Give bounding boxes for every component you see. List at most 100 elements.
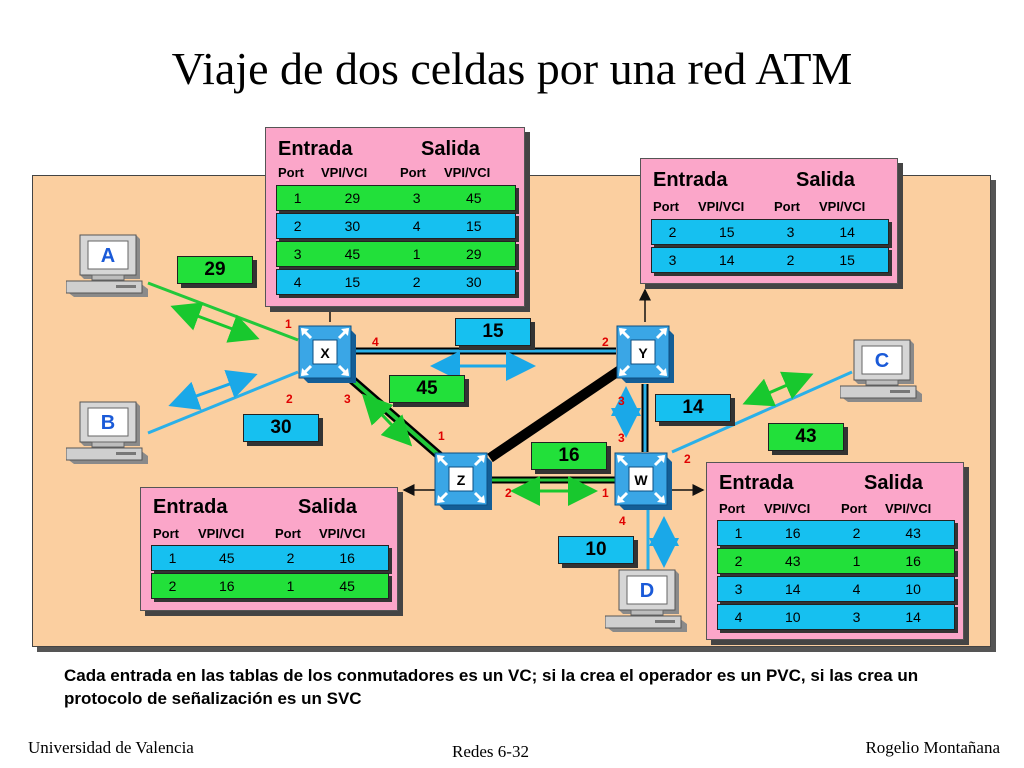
header-vpivci: VPI/VCI — [885, 501, 932, 516]
cell-in-vpivci: 45 — [218, 550, 235, 566]
computer-label: B — [101, 412, 115, 434]
link-label-16: 16 — [531, 442, 607, 470]
cell-in-port: 3 — [734, 581, 743, 597]
link-label-14: 14 — [655, 394, 731, 422]
header-vpivci: VPI/VCI — [819, 199, 866, 214]
slide-title: Viaje de dos celdas por una red ATM — [171, 43, 853, 94]
port-z-1: 1 — [438, 429, 445, 443]
port-y-3: 3 — [618, 394, 625, 408]
computer-label: C — [875, 350, 889, 372]
cell-in-port: 2 — [734, 553, 743, 569]
computer-c: C — [839, 338, 924, 415]
port-w-2: 2 — [684, 452, 691, 466]
arrow-x-z — [361, 393, 413, 447]
cell-out-port: 3 — [786, 224, 795, 240]
cell-in-vpivci: 30 — [344, 218, 361, 234]
link-label-43: 43 — [768, 423, 844, 451]
cell-in-vpivci: 43 — [784, 553, 801, 569]
table-row: 1 29 3 45 — [276, 185, 516, 211]
computer-label: A — [101, 245, 115, 267]
header-vpivci: VPI/VCI — [698, 199, 745, 214]
link-label-30: 30 — [243, 414, 319, 442]
header-port: Port — [774, 199, 800, 214]
port-w-4: 4 — [619, 514, 626, 528]
cell-out-vpivci: 43 — [905, 525, 921, 541]
port-x-1: 1 — [285, 317, 292, 331]
cell-in-vpivci: 45 — [344, 246, 361, 262]
port-z-2: 2 — [505, 486, 512, 500]
cell-out-port: 3 — [412, 190, 421, 206]
link-c-w — [671, 370, 853, 454]
cell-out-vpivci: 14 — [839, 224, 855, 240]
link-label-29: 29 — [177, 256, 253, 284]
header-salida: Salida — [298, 496, 357, 518]
header-port: Port — [275, 526, 301, 541]
cell-in-port: 2 — [668, 224, 677, 240]
header-port: Port — [153, 526, 179, 541]
cell-in-vpivci: 15 — [718, 224, 735, 240]
switch-z: Z — [434, 452, 492, 510]
header-salida: Salida — [796, 169, 855, 191]
header-salida: Salida — [421, 138, 480, 160]
cell-in-vpivci: 29 — [344, 190, 361, 206]
cell-out-port: 2 — [286, 550, 295, 566]
cell-out-vpivci: 45 — [465, 190, 482, 206]
header-port: Port — [653, 199, 679, 214]
cell-in-port: 4 — [293, 274, 302, 290]
cell-out-port: 1 — [286, 578, 295, 594]
header-salida: Salida — [864, 472, 923, 494]
cell-in-port: 1 — [734, 525, 743, 541]
switch-label: X — [320, 345, 330, 361]
trunk-z-y — [487, 365, 623, 463]
cell-out-port: 2 — [852, 525, 861, 541]
cell-out-vpivci: 45 — [339, 578, 355, 594]
cell-out-port: 4 — [852, 581, 861, 597]
footer-institution: Universidad de Valencia — [28, 738, 194, 757]
switch-label: Y — [638, 345, 648, 361]
cell-in-vpivci: 14 — [718, 252, 735, 268]
cell-in-port: 2 — [168, 578, 177, 594]
table-row: 2 15 3 14 — [651, 219, 889, 245]
header-port: Port — [278, 165, 304, 180]
cell-in-vpivci: 15 — [344, 274, 361, 290]
header-vpivci: VPI/VCI — [444, 165, 491, 180]
cell-in-port: 1 — [293, 190, 302, 206]
cell-out-port: 1 — [852, 553, 861, 569]
computer-b: B — [65, 400, 150, 477]
port-y-2: 2 — [602, 335, 609, 349]
header-vpivci: VPI/VCI — [198, 526, 245, 541]
cell-out-vpivci: 15 — [465, 218, 482, 234]
header-vpivci: VPI/VCI — [764, 501, 811, 516]
link-label-10: 10 — [558, 536, 634, 564]
switch-label: W — [634, 472, 648, 488]
cell-in-port: 3 — [668, 252, 677, 268]
header-entrada: Entrada — [153, 496, 228, 518]
table-switch-y: Entrada Salida Port VPI/VCI Port VPI/VCI… — [640, 158, 898, 284]
cell-out-vpivci: 30 — [465, 274, 482, 290]
header-entrada: Entrada — [278, 138, 353, 160]
link-label-45: 45 — [389, 375, 465, 403]
link-label-15: 15 — [455, 318, 531, 346]
cell-out-vpivci: 16 — [905, 553, 921, 569]
header-port: Port — [400, 165, 426, 180]
footer-slide-number: Redes 6-32 — [452, 742, 529, 761]
header-port: Port — [841, 501, 867, 516]
port-x-4: 4 — [372, 335, 379, 349]
cell-in-vpivci: 16 — [218, 578, 235, 594]
header-entrada: Entrada — [719, 472, 794, 494]
cell-out-port: 2 — [786, 252, 795, 268]
header-entrada: Entrada — [653, 169, 728, 191]
switch-y: Y — [616, 325, 674, 383]
table-switch-x: Entrada Salida Port VPI/VCI Port VPI/VCI… — [265, 127, 525, 307]
cell-out-port: 3 — [852, 609, 861, 625]
computer-a: A — [65, 233, 150, 310]
cell-out-vpivci: 14 — [905, 609, 921, 625]
table-row: 2 43 1 16 — [717, 548, 955, 574]
port-w-1: 1 — [602, 486, 609, 500]
